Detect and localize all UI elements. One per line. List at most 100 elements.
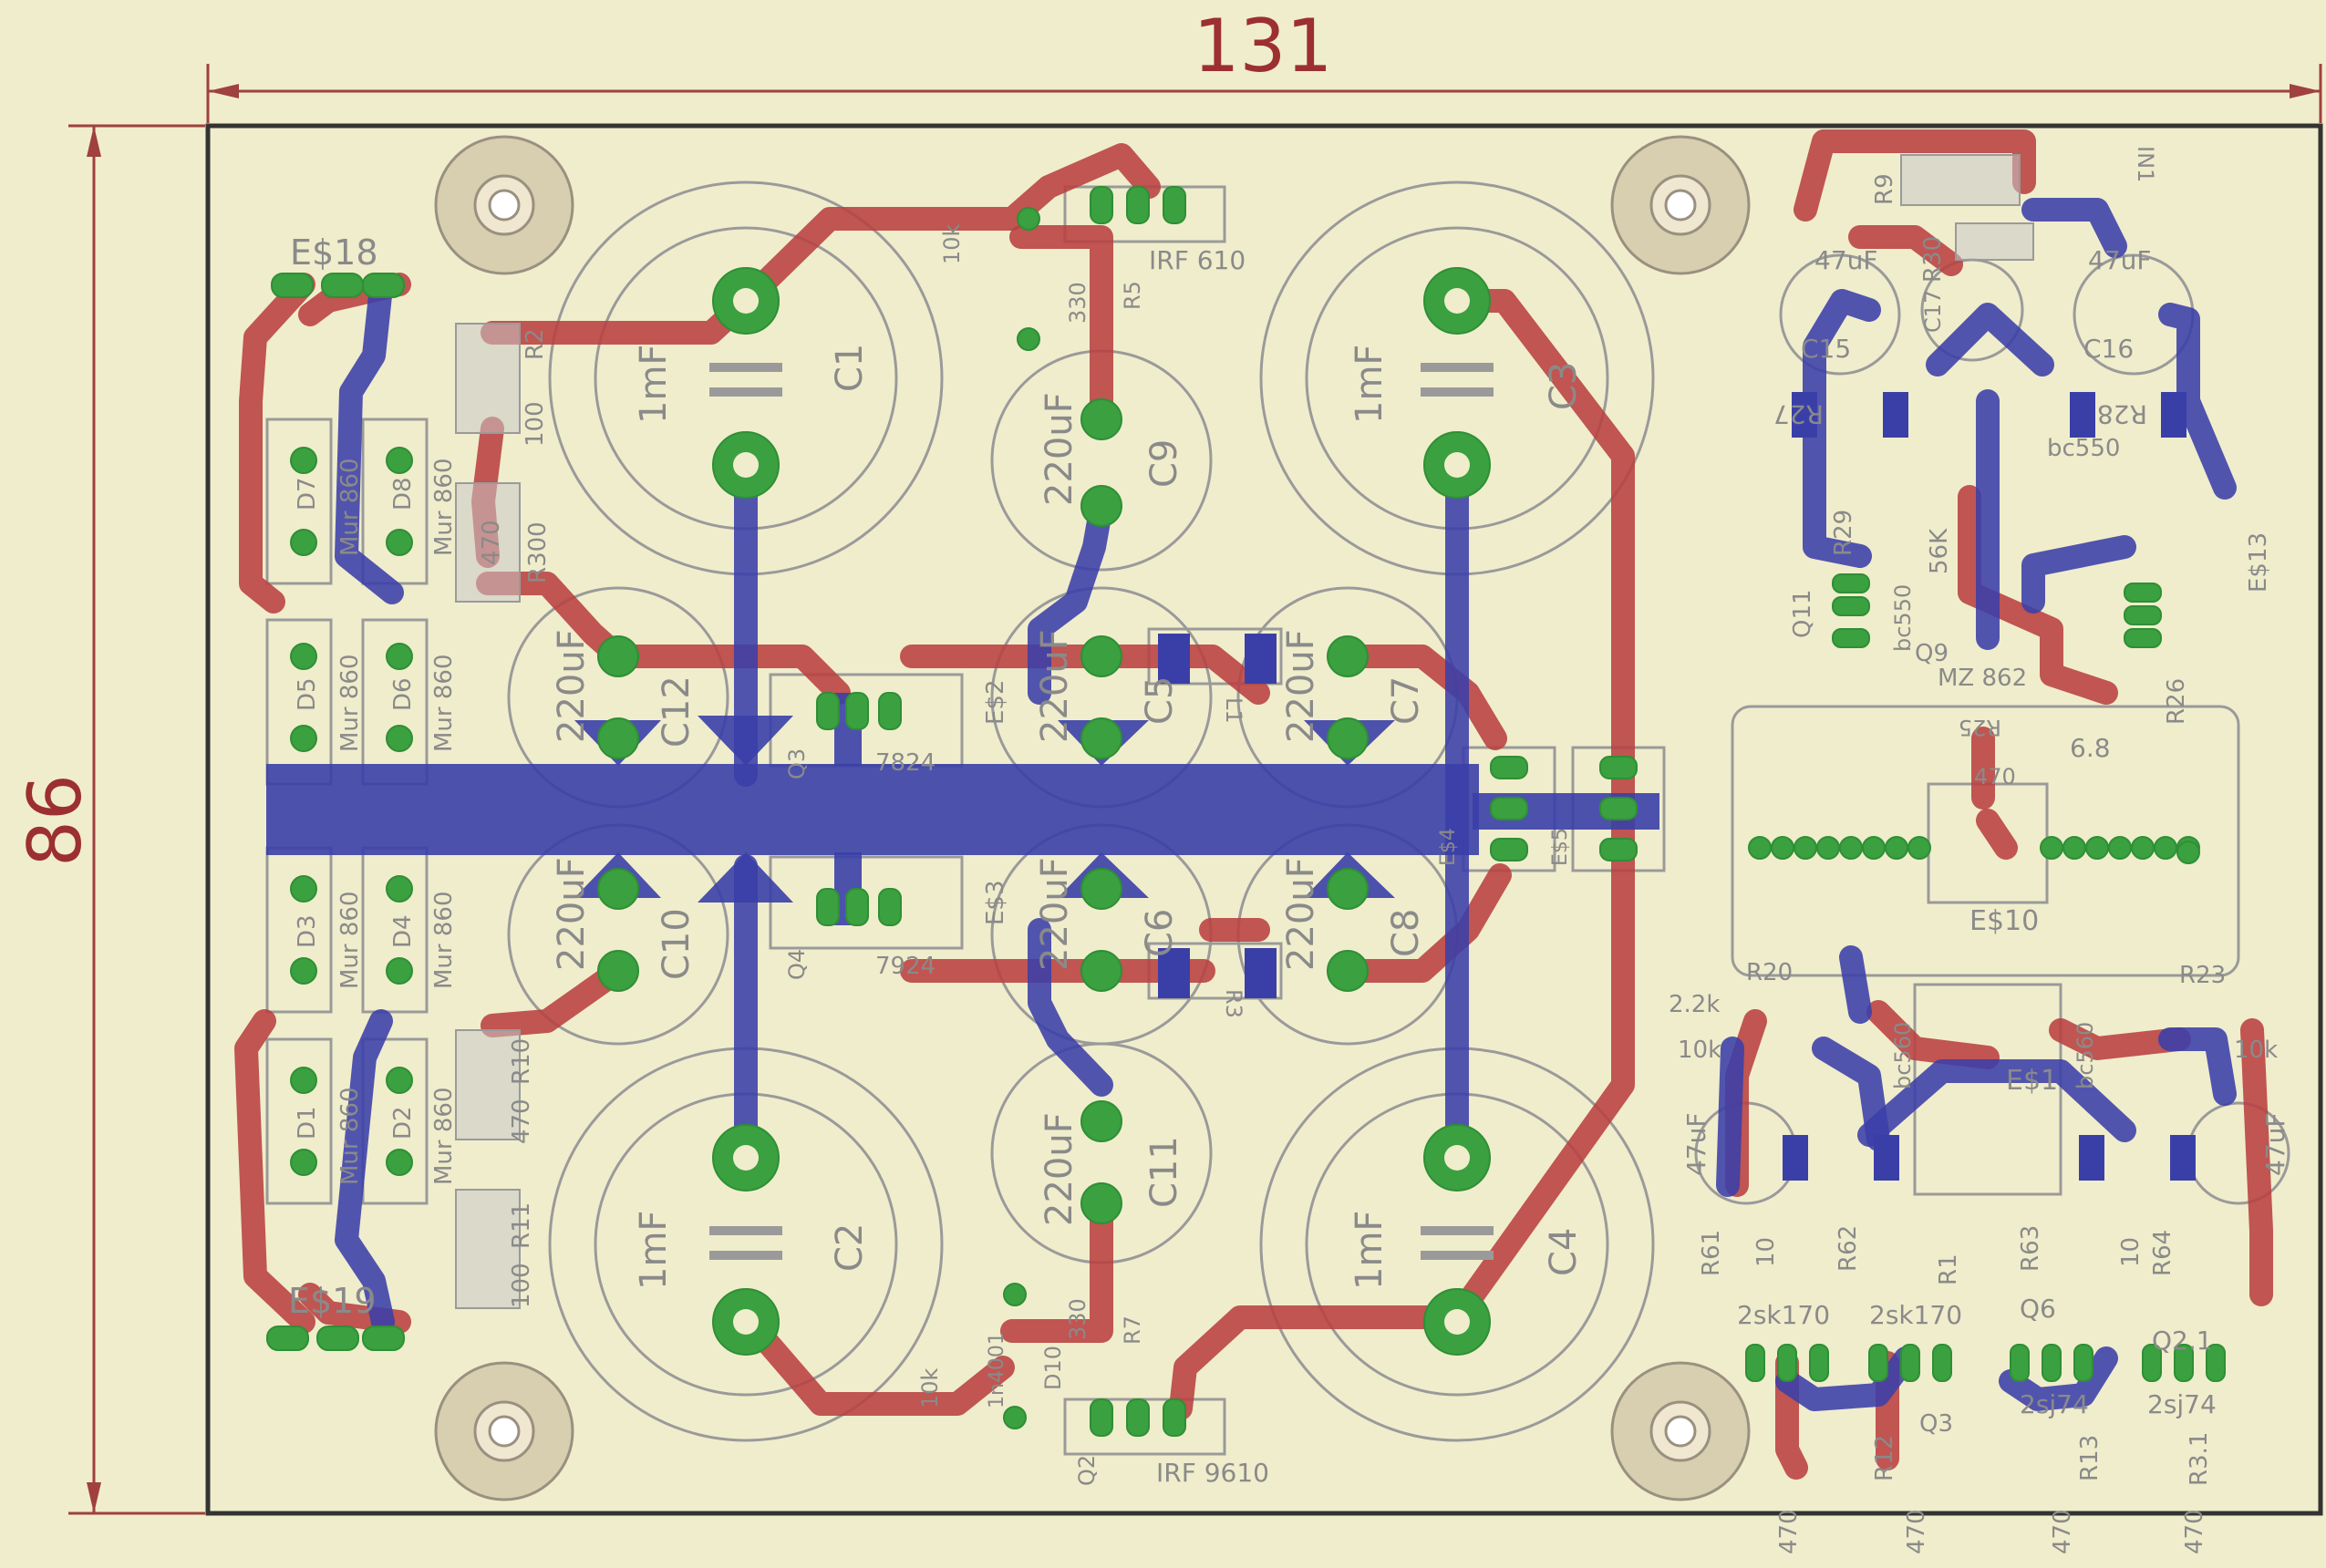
label-r61: R61 (1698, 1230, 1725, 1276)
label-r11: R11 (508, 1202, 535, 1249)
label-q2: Q2 (1074, 1455, 1100, 1486)
label-c5-value: 220uF (1034, 629, 1076, 743)
label-c9: C9 (1143, 439, 1185, 488)
label-q3-value: 7824 (875, 749, 936, 777)
label-mur-d6: Mur 860 (430, 655, 458, 753)
label-r29: R29 (1830, 510, 1857, 556)
capacitor-symbols (709, 363, 1494, 1260)
label-c7-value: 220uF (1280, 629, 1322, 743)
label-c10-value: 220uF (551, 857, 593, 971)
label-r12: R12 (1871, 1435, 1898, 1481)
label-mur-d5: Mur 860 (336, 655, 364, 753)
label-r9: R9 (1871, 173, 1898, 205)
label-r63: R63 (2017, 1225, 2044, 1272)
label-r2-value: 100 (522, 401, 549, 447)
label-c12-value: 220uF (551, 629, 593, 743)
label-es10: E$10 (1969, 905, 2039, 937)
label-q9: Q9 (1915, 640, 1949, 667)
label-es5: E$5 (1549, 828, 1572, 866)
label-10k-top: 10k (939, 223, 965, 264)
dimension-vertical: 86 (13, 124, 205, 1515)
label-mur-d3: Mur 860 (336, 892, 364, 990)
label-r11-value: 100 (508, 1263, 535, 1308)
label-r30: R30 (1919, 236, 1947, 283)
label-q4-value: 7924 (875, 953, 936, 980)
label-l1: L1 (1221, 697, 1246, 724)
mounting-holes (434, 135, 1751, 1501)
label-es18: E$18 (290, 232, 378, 273)
label-r3: R3 (1221, 989, 1246, 1018)
label-c1: C1 (829, 344, 871, 392)
label-470-a: 470 (1775, 1509, 1803, 1554)
label-r28: R28 (2097, 399, 2147, 429)
mounting-hole-bl (434, 1361, 574, 1501)
label-irf9610: IRF 9610 (1156, 1458, 1269, 1488)
label-mz862: MZ 862 (1938, 665, 2027, 692)
label-56k: 56K (1926, 528, 1953, 574)
label-r26: R26 (2163, 678, 2190, 725)
label-d10: D10 (1040, 1346, 1066, 1390)
label-irf610: IRF 610 (1149, 245, 1246, 275)
label-470-d: 470 (2181, 1509, 2208, 1554)
label-c10: C10 (656, 908, 698, 980)
label-mur-d7: Mur 860 (336, 459, 364, 557)
label-c2: C2 (829, 1223, 871, 1272)
board-outline (205, 123, 2323, 1516)
label-c1-value: 1mF (633, 345, 675, 424)
top-layer-traces (234, 129, 2273, 1480)
label-d2: D2 (389, 1106, 417, 1140)
label-c3: C3 (1543, 362, 1585, 410)
width-dimension-label: 131 (1194, 4, 1333, 88)
label-bc560-right: bc560 (2073, 1022, 2098, 1089)
label-r10-value: 470 (508, 1099, 535, 1144)
label-mur-d8: Mur 860 (430, 459, 458, 557)
label-r31: R3.1 (2186, 1432, 2213, 1486)
label-q3-right: Q3 (1919, 1410, 1953, 1438)
label-bc550-q11: bc550 (1890, 584, 1916, 652)
silkscreen-boxes (455, 154, 2034, 1309)
label-c6: C6 (1139, 909, 1181, 957)
label-bc560-left: bc560 (1890, 1022, 1916, 1089)
label-10k-right: 10k (2234, 1037, 2278, 1064)
label-d8: D8 (389, 477, 417, 511)
label-q6: Q6 (2020, 1294, 2056, 1324)
label-c16-value: 47uF (2088, 245, 2151, 275)
label-c2-value: 1mF (633, 1211, 675, 1290)
label-c8: C8 (1385, 909, 1427, 957)
label-c16: C16 (2083, 334, 2134, 364)
label-r25: R25 (1959, 715, 2001, 740)
label-c4: C4 (1543, 1228, 1585, 1276)
label-d7: D7 (294, 477, 321, 511)
label-r2: R2 (522, 328, 549, 360)
label-r25-value: 470 (1974, 764, 2016, 789)
label-c11: C11 (1143, 1136, 1185, 1208)
label-mur-d4: Mur 860 (430, 892, 458, 990)
label-47uf-left: 47uF (1681, 1113, 1711, 1176)
label-r10: R10 (508, 1038, 535, 1085)
label-d5: D5 (294, 677, 321, 711)
label-es19: E$19 (288, 1281, 377, 1321)
label-1n4001: 1n4001 (986, 1332, 1008, 1408)
label-47uf-right: 47uF (2260, 1113, 2290, 1176)
label-r64-value: 10 (2117, 1237, 2145, 1267)
label-r23: R23 (2179, 962, 2226, 989)
label-r61-value: 10 (1752, 1237, 1780, 1267)
label-es4: E$4 (1437, 828, 1460, 866)
label-d6: D6 (389, 677, 417, 711)
label-c9-value: 220uF (1039, 392, 1080, 506)
label-r62: R62 (1835, 1225, 1862, 1272)
label-r64: R64 (2149, 1230, 2176, 1276)
label-q11: Q11 (1789, 589, 1816, 638)
label-r1: R1 (1935, 1253, 1962, 1285)
mounting-hole-tl (434, 135, 574, 275)
label-r13: R13 (2076, 1435, 2104, 1481)
label-10k-bottom: 10k (917, 1367, 943, 1408)
label-d1: D1 (294, 1106, 321, 1140)
label-2sk170-b: 2sk170 (1869, 1300, 1962, 1330)
label-r20-value: 2.2k (1669, 991, 1720, 1018)
label-r300: R300 (524, 521, 552, 583)
label-10k-left: 10k (1678, 1037, 1721, 1064)
label-470-b: 470 (1903, 1509, 1930, 1554)
label-c15: C15 (1801, 334, 1851, 364)
